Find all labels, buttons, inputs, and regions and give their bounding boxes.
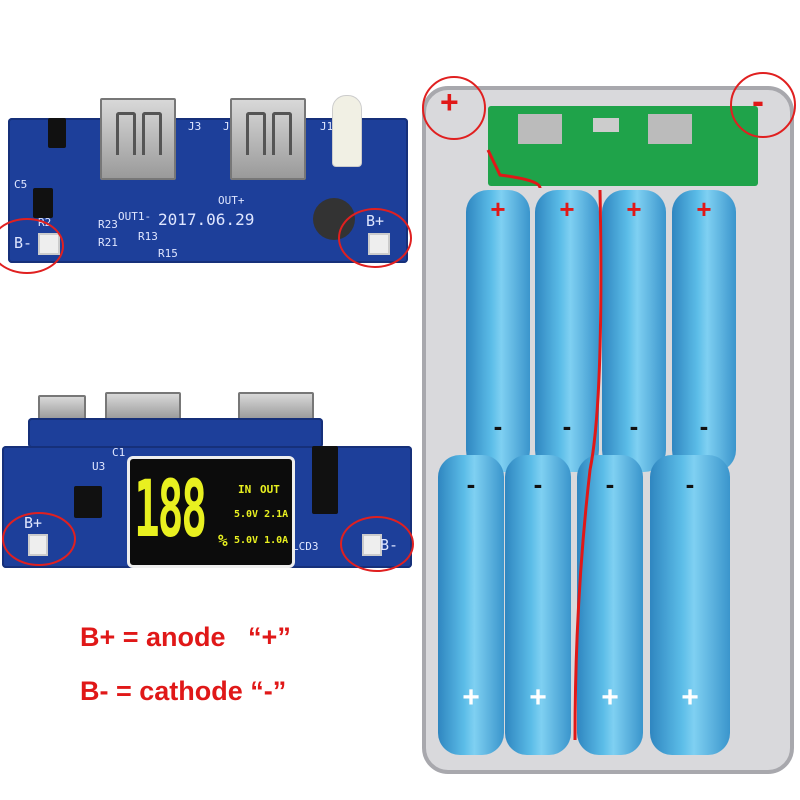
- ic-chip: [33, 188, 53, 218]
- annotation-circle: [2, 512, 76, 566]
- cell-sign: -: [466, 469, 476, 499]
- battery-cell: +-: [602, 190, 666, 472]
- lcd-display: 188 % IN OUT 5.0V 2.1A 5.0V 1.0A: [127, 456, 295, 568]
- silk-r21: R21: [98, 236, 118, 249]
- ic-chip: [312, 446, 338, 514]
- minus-marker-circle: [730, 72, 796, 138]
- battery-cell: +-: [535, 190, 599, 472]
- silk-c5: C5: [14, 178, 28, 191]
- silk-r13: R13: [138, 230, 158, 243]
- red-wire-path: [573, 189, 603, 741]
- cell-sign: +: [601, 681, 619, 714]
- red-wire-path: [486, 149, 542, 189]
- silk-out1: OUT1-: [118, 210, 152, 223]
- silk-r15: R15: [158, 247, 178, 260]
- silk-r23: R23: [98, 218, 118, 231]
- battery-cell: -+: [505, 455, 571, 755]
- silk-j3: J3: [188, 120, 202, 133]
- led-flashlight: [332, 95, 362, 167]
- cell-sign: +: [559, 194, 575, 224]
- cell-sign: +: [696, 194, 712, 224]
- cell-sign: -: [629, 411, 639, 441]
- bottom-pcb-board: [28, 418, 323, 448]
- lcd-in-label: IN: [238, 483, 252, 496]
- legend-anode: B+ = anode “+”: [80, 622, 291, 652]
- minus-marker: -: [752, 80, 764, 121]
- battery-cell: -+: [438, 455, 504, 755]
- micro-usb-port: [593, 118, 619, 132]
- usb-port: [518, 114, 562, 144]
- lcd-percent: %: [218, 531, 228, 550]
- legend-cathode: B- = cathode “-”: [80, 676, 287, 706]
- silk-j1: J1: [320, 120, 334, 133]
- switch-component: [48, 118, 66, 148]
- usb-port-1: [100, 98, 176, 180]
- lcd-digits: 188: [134, 465, 207, 555]
- cell-sign: +: [681, 681, 699, 714]
- usb-port-2: [230, 98, 306, 180]
- usb-port-2: [238, 392, 314, 421]
- annotation-circle: [340, 516, 414, 572]
- date-label: 2017.06.29: [158, 210, 255, 229]
- cell-sign: +: [462, 681, 480, 714]
- lcd-row-2: 5.0V 1.0A: [234, 535, 289, 546]
- cell-sign: -: [493, 411, 503, 441]
- cell-sign: -: [533, 469, 543, 499]
- silk-lcd3: LCD3: [292, 540, 319, 553]
- lcd-out-label: OUT: [260, 483, 280, 496]
- silk-out-plus: OUT+: [218, 194, 245, 207]
- battery-cell: +-: [672, 190, 736, 472]
- ic-chip: [74, 486, 102, 518]
- battery-cell: +-: [466, 190, 530, 472]
- annotation-circle: [338, 208, 412, 268]
- cell-sign: -: [685, 469, 695, 499]
- lcd-row-1: 5.0V 2.1A: [234, 509, 289, 520]
- cell-sign: -: [562, 411, 572, 441]
- cell-sign: +: [626, 194, 642, 224]
- plus-marker-circle: [422, 76, 486, 140]
- case-pcb: [488, 106, 758, 186]
- cell-sign: +: [529, 681, 547, 714]
- silk-c1: C1: [112, 446, 126, 459]
- silk-u3: U3: [92, 460, 106, 473]
- battery-cell: -+: [650, 455, 730, 755]
- cell-sign: -: [699, 411, 709, 441]
- plus-marker: +: [440, 84, 459, 120]
- annotation-circle: [0, 218, 64, 274]
- cell-sign: -: [605, 469, 615, 499]
- usb-port: [648, 114, 692, 144]
- cell-sign: +: [490, 194, 506, 224]
- battery-cell: -+: [577, 455, 643, 755]
